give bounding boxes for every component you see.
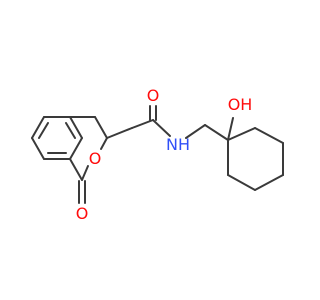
aromatic-inner-bond — [65, 122, 76, 139]
amide-oxygen-label: O — [147, 86, 160, 105]
bond — [227, 174, 256, 191]
bond — [31, 116, 45, 139]
amide-chain — [106, 105, 234, 141]
bond — [227, 127, 256, 141]
molecule-diagram: O O O NH OH — [31, 86, 284, 223]
bond — [227, 117, 234, 141]
benzene-ring — [31, 116, 83, 160]
hydroxyl-label: OH — [228, 95, 253, 114]
lactone-carbonyl-oxygen-label: O — [76, 204, 89, 223]
lactone-ring — [69, 116, 108, 204]
bond — [81, 165, 89, 181]
bond — [131, 119, 154, 129]
bond — [254, 174, 284, 191]
bond — [31, 137, 45, 160]
bond — [69, 137, 83, 160]
bond — [69, 158, 83, 181]
amide-nitrogen-label: NH — [166, 135, 190, 154]
bond — [254, 127, 284, 144]
aromatic-inner-bond — [38, 122, 49, 139]
bond — [106, 127, 133, 139]
bond — [94, 116, 108, 139]
ring-oxygen-label: O — [89, 149, 102, 168]
bond — [204, 124, 229, 141]
structure-drawing: O O O NH OH — [31, 86, 284, 223]
bond — [152, 119, 171, 137]
cyclohexane-ring — [227, 127, 284, 191]
bond — [69, 116, 83, 139]
bond — [100, 137, 108, 150]
bond — [185, 124, 206, 139]
